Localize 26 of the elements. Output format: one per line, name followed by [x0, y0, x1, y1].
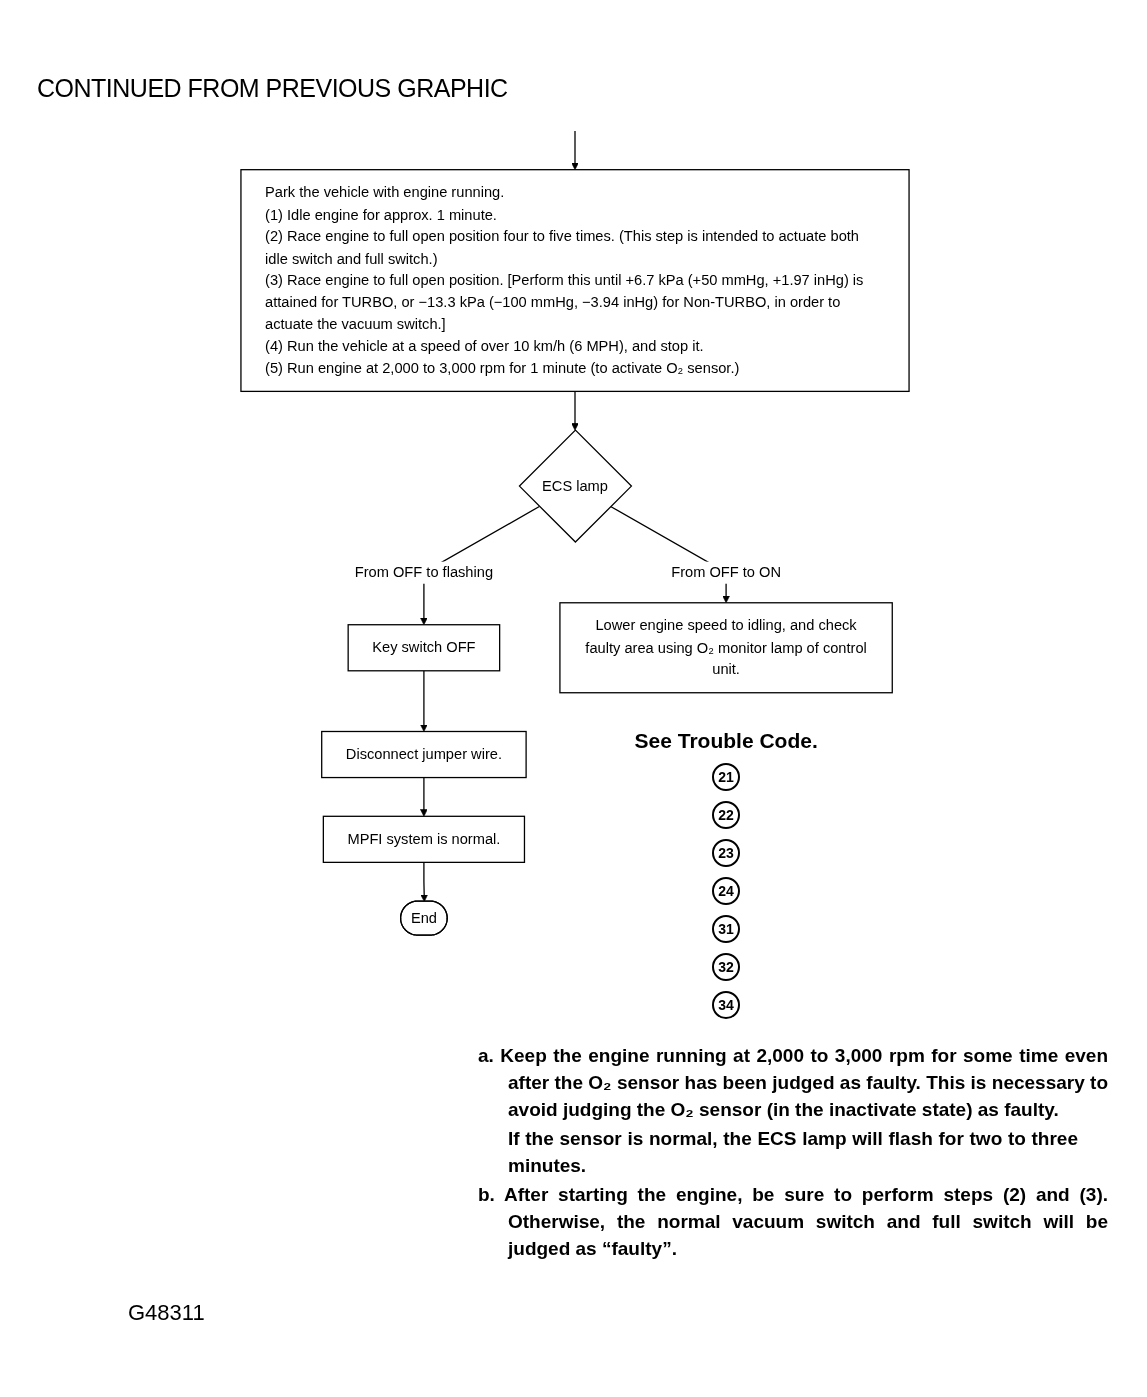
- trouble-code-badge: 32: [712, 952, 741, 981]
- footnote: b. After starting the engine, be sure to perform steps (2) and (3). Otherwise, the normal vacuum switch and full switch will be judged as “faulty”.: [478, 1182, 1108, 1261]
- continuation-note: CONTINUED FROM PREVIOUS GRAPHIC: [37, 74, 508, 103]
- node-box: Key switch OFF: [347, 624, 501, 672]
- trouble-code-heading: See Trouble Code.: [634, 728, 818, 753]
- arrow: [571, 130, 579, 171]
- arrow: [420, 861, 428, 902]
- footnote: If the sensor is normal, the ECS lamp will flash for two to three minutes.: [508, 1126, 1078, 1178]
- arrow: [571, 390, 579, 431]
- edge-label: From OFF to flashing: [354, 564, 494, 581]
- edge-label: From OFF to ON: [671, 564, 781, 581]
- trouble-code-badge: 24: [712, 876, 741, 905]
- arrow: [420, 776, 428, 817]
- trouble-code-badge: 21: [712, 762, 741, 791]
- node-diamond: ECS lamp: [518, 429, 633, 543]
- arrow: [420, 670, 428, 732]
- node-box: Park the vehicle with engine running. (1) Idle engine for approx. 1 minute. (2) Race engine to full open position four to five times. (This step is intended to actuate both idle switch and full switch.) (3) Race engine to full open position. [Perform this until +6.7 kPa (+50 mmHg, +1.97 inHg) is attained for TURBO, or −13.3 kPa (−100 mmHg, −3.94 inHg) for Non-TURBO, in order to actuate the vacuum switch.] (4) Run the vehicle at a speed of over 10 km/h (6 MPH), and stop it. (5) Run engine at 2,000 to 3,000 rpm for 1 minute (to activate O₂ sensor.): [240, 169, 910, 393]
- trouble-code-badge: 31: [712, 914, 741, 943]
- trouble-code-badge: 23: [712, 838, 741, 867]
- figure-number: G48311: [128, 1300, 205, 1326]
- node-box: Lower engine speed to idling, and check faulty area using O₂ monitor lamp of control unit.: [559, 602, 893, 694]
- trouble-code-badge: 34: [712, 990, 741, 1019]
- footnote: a. Keep the engine running at 2,000 to 3,000 rpm for some time even after the O₂ sensor has been judged as faulty. This is necessary to avoid judging the O₂ sensor (in the inactivate state) as faulty.: [478, 1043, 1108, 1122]
- node-box: Disconnect jumper wire.: [321, 730, 527, 779]
- node-box: MPFI system is normal.: [322, 815, 526, 863]
- trouble-code-badge: 22: [712, 800, 741, 829]
